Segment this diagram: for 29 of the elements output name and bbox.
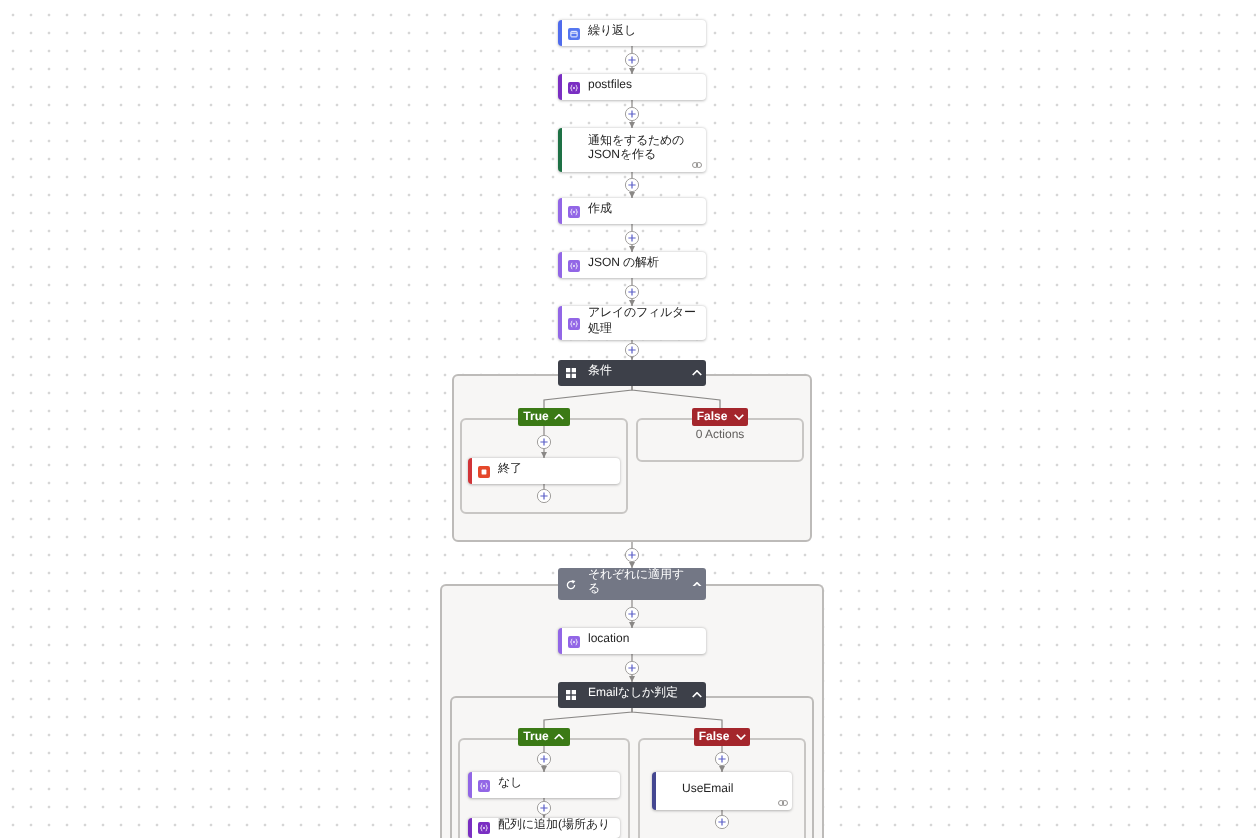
scope-frame [440, 584, 824, 838]
scope-header [558, 568, 706, 600]
action-card [558, 74, 706, 100]
connector-line [631, 707, 723, 729]
action-card [468, 772, 620, 798]
scope-frame [452, 374, 812, 542]
connector-line [543, 707, 633, 729]
branch-frame [460, 418, 628, 514]
branch-frame [638, 738, 806, 838]
branch-tag [518, 408, 570, 426]
action-card [558, 252, 706, 278]
branch-tag [518, 728, 570, 746]
action-card [558, 306, 706, 340]
connector-line [543, 385, 633, 409]
action-card [468, 818, 620, 838]
scope-header [558, 360, 706, 386]
branch-tag [694, 728, 750, 746]
action-card [558, 198, 706, 224]
action-card [558, 20, 706, 46]
scope-header [558, 682, 706, 708]
action-card [468, 458, 620, 484]
action-card [558, 628, 706, 654]
connector-line [631, 385, 721, 409]
branch-tag [692, 408, 748, 426]
scope-frame [450, 696, 814, 838]
action-card [652, 772, 792, 810]
branch-frame [458, 738, 630, 838]
action-card [558, 128, 706, 172]
branch-frame [636, 418, 804, 462]
